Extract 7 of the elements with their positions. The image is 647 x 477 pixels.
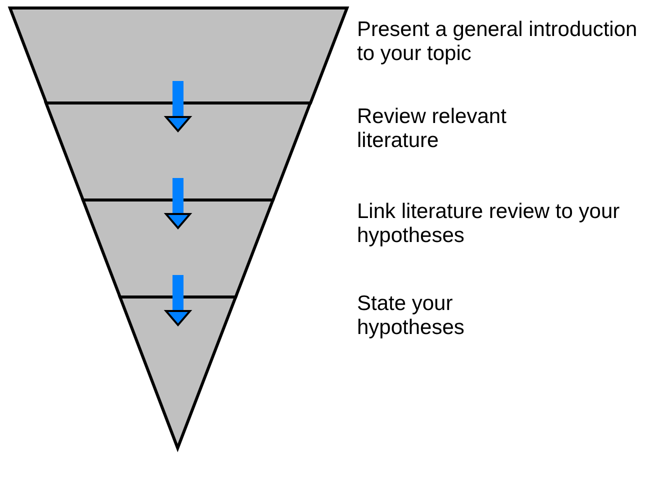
arrow bbox=[165, 275, 191, 326]
arrow bbox=[165, 81, 191, 132]
step-description: Review relevant literature bbox=[357, 105, 508, 153]
step-description: Link literature review to your hypotheses bbox=[357, 200, 621, 248]
step-description: State your hypotheses bbox=[357, 292, 466, 340]
arrow bbox=[165, 178, 191, 229]
step-description: Present a general introduction to your topic bbox=[357, 18, 638, 66]
